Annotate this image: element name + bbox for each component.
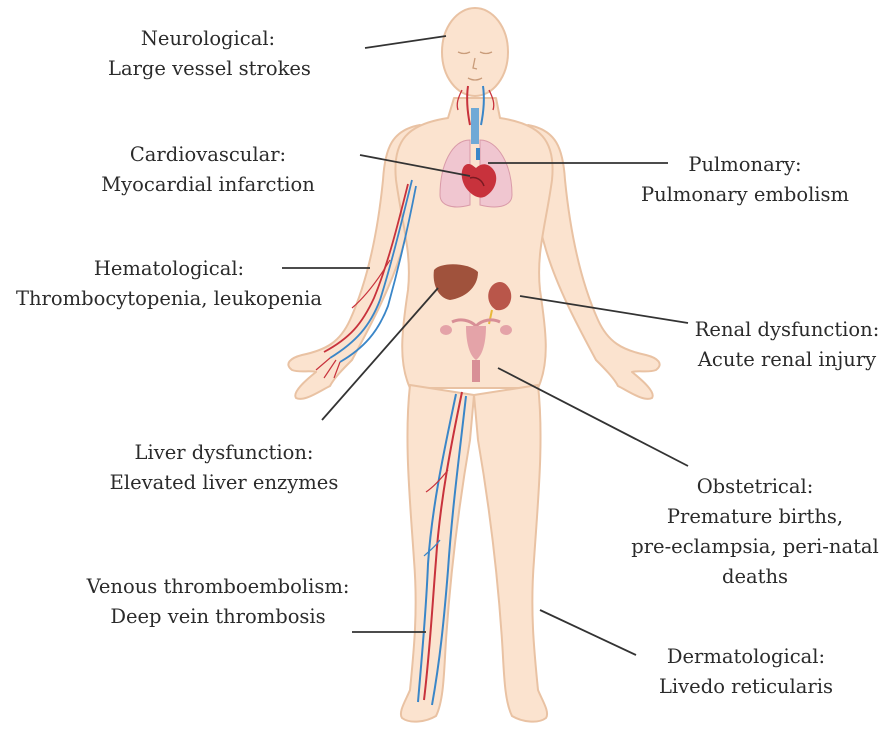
neurological-detail: Large vessel strokes <box>108 54 308 84</box>
trachea <box>471 108 479 144</box>
head <box>442 8 508 96</box>
cardiovascular-title: Cardiovascular: <box>98 140 318 170</box>
leader-renal <box>520 296 688 323</box>
hematological-detail: Thrombocytopenia, leukopenia <box>8 284 330 314</box>
liver-detail: Elevated liver enzymes <box>96 468 352 498</box>
obstetrical-detail-2: pre-eclampsia, peri-natal <box>630 532 880 562</box>
neurological-title: Neurological: <box>108 24 308 54</box>
pulmonary-title: Pulmonary: <box>632 150 858 180</box>
dermatological-detail: Livedo reticularis <box>648 672 844 702</box>
label-neurological: Neurological: Large vessel strokes <box>108 24 308 84</box>
label-hematological: Hematological: Thrombocytopenia, leukope… <box>8 254 330 314</box>
dermatological-title: Dermatological: <box>648 642 844 672</box>
liver-title: Liver dysfunction: <box>96 438 352 468</box>
renal-detail: Acute renal injury <box>684 345 890 375</box>
right-leg <box>474 385 547 722</box>
hematological-title: Hematological: <box>8 254 330 284</box>
label-renal: Renal dysfunction: Acute renal injury <box>684 315 890 375</box>
obstetrical-title: Obstetrical: <box>630 472 880 502</box>
obstetrical-detail: Premature births, <box>630 502 880 532</box>
cardiovascular-detail: Myocardial infarction <box>98 170 318 200</box>
pulmonary-detail: Pulmonary embolism <box>632 180 858 210</box>
leader-neurological <box>365 36 446 48</box>
label-obstetrical: Obstetrical: Premature births, pre-eclam… <box>630 472 880 592</box>
venous-title: Venous thromboembolism: <box>58 572 378 602</box>
obstetrical-detail-3: deaths <box>630 562 880 592</box>
label-dermatological: Dermatological: Livedo reticularis <box>648 642 844 702</box>
label-pulmonary: Pulmonary: Pulmonary embolism <box>632 150 858 210</box>
venous-detail: Deep vein thrombosis <box>58 602 378 632</box>
renal-title: Renal dysfunction: <box>684 315 890 345</box>
label-venous: Venous thromboembolism: Deep vein thromb… <box>58 572 378 632</box>
leader-dermatological <box>540 610 636 655</box>
label-liver: Liver dysfunction: Elevated liver enzyme… <box>96 438 352 498</box>
label-cardiovascular: Cardiovascular: Myocardial infarction <box>98 140 318 200</box>
